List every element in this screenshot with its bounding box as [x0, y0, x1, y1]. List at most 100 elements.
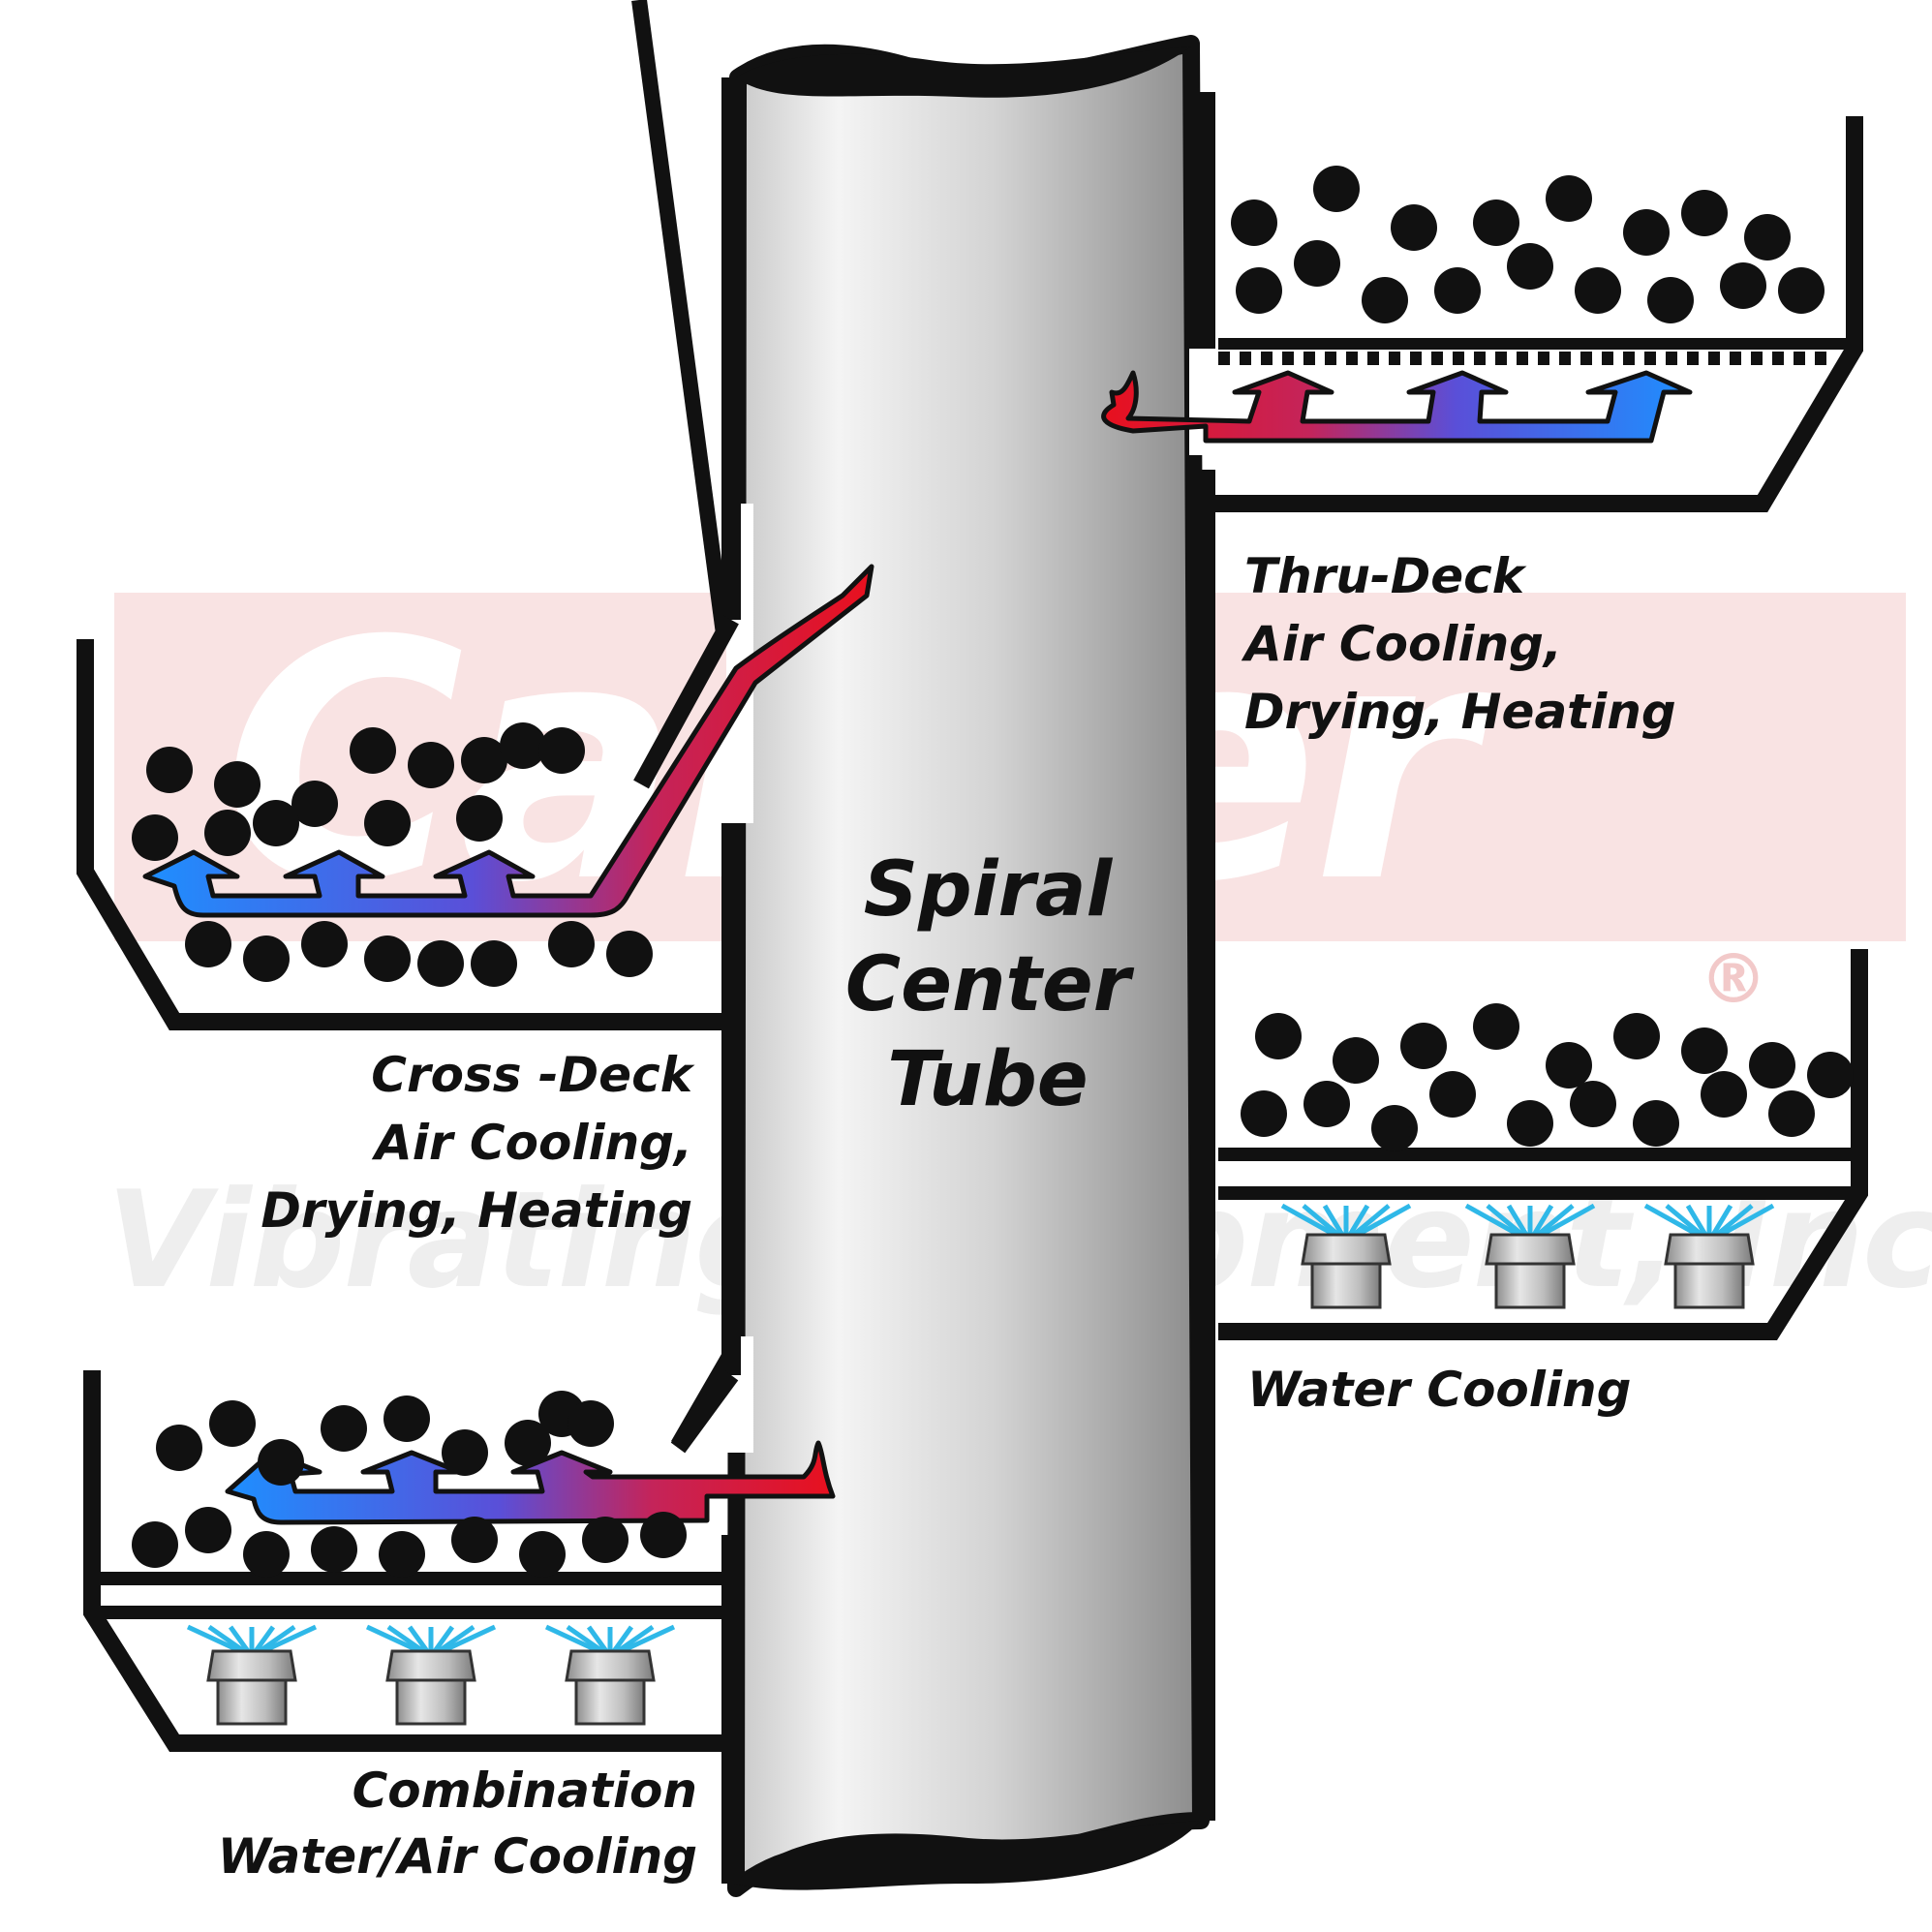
- combination-label: Combination Water/Air Cooling: [145, 1758, 697, 1889]
- spray-nozzle-body: [216, 1678, 288, 1726]
- tube-wall-segments: [633, 77, 1215, 1884]
- thru-deck-label-line-3: Drying, Heating: [1244, 684, 1676, 740]
- water-spray-stream: [1685, 1204, 1708, 1237]
- material-particle-12: [1507, 243, 1553, 290]
- water-spray-stream: [1531, 1204, 1554, 1237]
- material-particle-23: [1681, 1027, 1728, 1074]
- cross-deck-label-line-2: Air Cooling,: [375, 1115, 692, 1171]
- material-particle-30: [1507, 1100, 1553, 1147]
- cross-deck-air-flow-arrow: [142, 564, 874, 918]
- material-particle-28: [1371, 1105, 1418, 1151]
- water-spray-stream: [365, 1624, 421, 1654]
- material-particle-4: [1546, 175, 1592, 222]
- material-particle-32: [1633, 1100, 1679, 1147]
- spray-nozzle-icon: [1664, 1233, 1755, 1266]
- combination-air-flow-arrow: [225, 1440, 836, 1525]
- water-spray-stream: [228, 1625, 251, 1653]
- spray-nozzle-icon: [1301, 1233, 1392, 1266]
- water-spray-stream: [1643, 1203, 1700, 1238]
- material-particle-55: [606, 931, 653, 977]
- center-tube-label-line-1: Spiral: [863, 846, 1113, 934]
- material-particle-67: [243, 1531, 290, 1578]
- water-spray-stream: [611, 1625, 634, 1653]
- material-particle-39: [408, 742, 454, 788]
- material-particle-46: [364, 800, 411, 846]
- material-particle-21: [1546, 1042, 1592, 1089]
- material-particle-6: [1681, 190, 1728, 236]
- material-particle-45: [253, 800, 299, 846]
- water-spray-group: [186, 1203, 1775, 1654]
- material-particle-35: [146, 747, 193, 793]
- material-particle-0: [1231, 199, 1277, 246]
- material-particle-60: [383, 1395, 430, 1442]
- water-spray-stream: [261, 1624, 318, 1654]
- water-spray-stream: [1347, 1204, 1370, 1237]
- material-particle-62: [505, 1420, 551, 1466]
- material-particle-51: [364, 935, 411, 982]
- cross-deck-label: Cross -Deck Air Cooling, Drying, Heating: [194, 1041, 692, 1244]
- material-particle-2: [1391, 204, 1437, 251]
- material-particle-34: [1768, 1090, 1815, 1137]
- center-tube-label-line-2: Center: [844, 941, 1131, 1028]
- material-particle-33: [1701, 1071, 1747, 1118]
- spray-nozzle-icon: [1485, 1233, 1576, 1266]
- water-spray-stream: [437, 1624, 475, 1654]
- material-particle-16: [1778, 267, 1825, 314]
- water-spray-stream: [620, 1624, 676, 1654]
- water-spray-stream: [566, 1624, 604, 1654]
- water-spray-stream: [1506, 1204, 1529, 1237]
- water-spray-stream: [1536, 1204, 1575, 1237]
- material-particle-41: [500, 722, 546, 769]
- material-particle-37: [291, 781, 338, 827]
- water-spray-stream: [586, 1625, 609, 1653]
- material-particle-31: [1570, 1081, 1616, 1127]
- water-spray-stream: [1486, 1204, 1524, 1237]
- spray-nozzle-body: [1673, 1262, 1745, 1309]
- water-spray-stream: [1356, 1203, 1412, 1238]
- material-particle-65: [132, 1521, 178, 1568]
- spray-nozzle-icon: [385, 1649, 476, 1682]
- material-particle-10: [1362, 277, 1408, 323]
- water-spray-stream: [441, 1624, 497, 1654]
- material-particle-53: [471, 940, 517, 987]
- water-spray-stream: [386, 1624, 425, 1654]
- material-particle-72: [582, 1517, 629, 1563]
- material-particle-56: [156, 1425, 202, 1471]
- material-particle-40: [461, 737, 507, 783]
- spray-nozzle-body: [574, 1678, 646, 1726]
- material-particle-68: [311, 1526, 357, 1573]
- water-cooling-label: Water Cooling: [1247, 1356, 1631, 1424]
- material-particle-54: [548, 921, 595, 967]
- material-particle-50: [301, 921, 348, 967]
- center-tube-label: Spiral Center Tube: [813, 843, 1162, 1127]
- material-particle-73: [640, 1512, 687, 1558]
- thru-deck-label: Thru-Deck Air Cooling, Drying, Heating: [1244, 542, 1676, 746]
- cross-deck-label-line-1: Cross -Deck: [371, 1047, 692, 1103]
- water-spray-stream: [616, 1624, 655, 1654]
- material-particle-69: [379, 1531, 425, 1578]
- spiral-center-tube: [726, 35, 1218, 1897]
- material-particle-18: [1333, 1037, 1379, 1084]
- water-cooling-tray: [1218, 949, 1868, 1340]
- watermark-registered-mark: ®: [1700, 939, 1767, 1019]
- water-spray-stream: [1280, 1203, 1336, 1238]
- water-spray-stream: [207, 1624, 246, 1654]
- combination-label-line-1: Combination: [352, 1763, 697, 1819]
- material-particle-61: [442, 1429, 488, 1476]
- spray-nozzle-icon: [206, 1649, 297, 1682]
- material-particle-11: [1434, 267, 1481, 314]
- material-particle-57: [209, 1400, 256, 1447]
- water-spray-stream: [1710, 1204, 1733, 1237]
- material-particle-13: [1575, 267, 1621, 314]
- water-spray-stream: [1464, 1203, 1520, 1238]
- spray-nozzle-body: [1494, 1262, 1566, 1309]
- water-spray-stream: [1719, 1203, 1775, 1238]
- water-spray-stream: [1352, 1204, 1391, 1237]
- thru-deck-label-line-1: Thru-Deck: [1244, 548, 1525, 604]
- material-particle-70: [451, 1517, 498, 1563]
- material-particle-42: [538, 727, 585, 774]
- material-particle-43: [132, 814, 178, 861]
- material-particle-71: [519, 1531, 566, 1578]
- water-spray-stream: [1665, 1204, 1703, 1237]
